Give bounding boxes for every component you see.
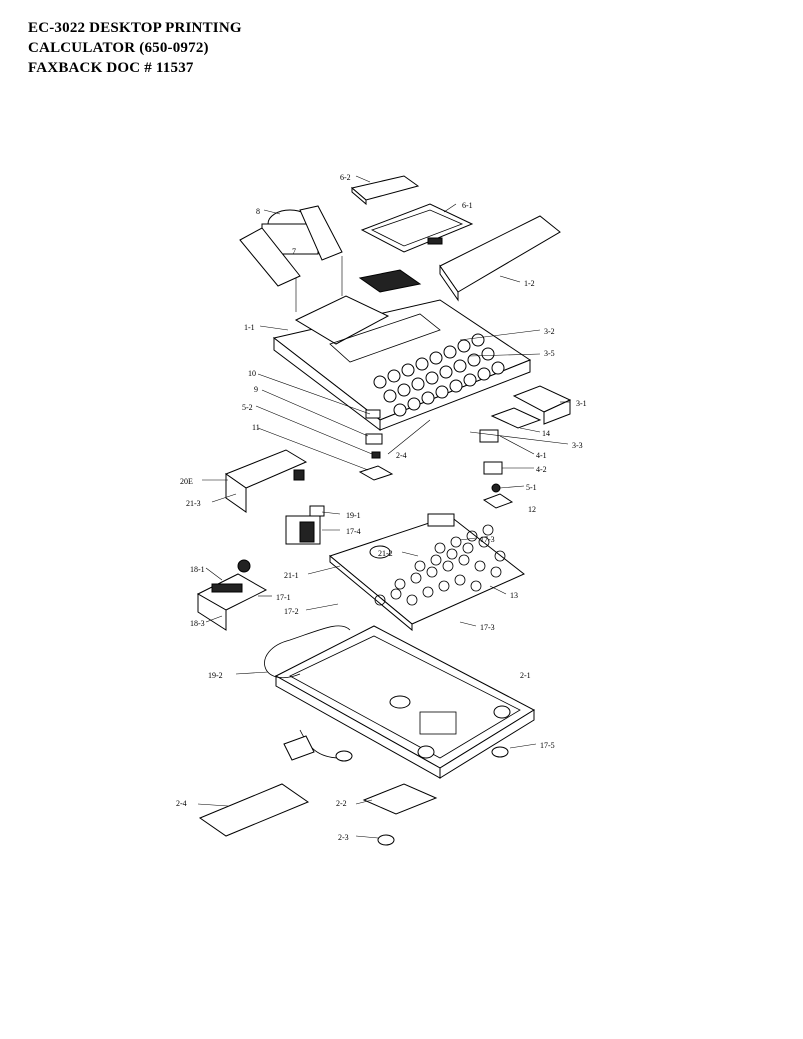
callout-1-1: 1-1 [244, 323, 255, 332]
part-2-1-bottom-case [274, 625, 536, 779]
callout-2-1: 2-1 [520, 671, 531, 680]
callout-3-1: 3-1 [576, 399, 587, 408]
callout-20e: 20E [180, 477, 193, 486]
header-title-line2: CALCULATOR (650-0972) [28, 40, 209, 56]
callout-17-5: 17-5 [540, 741, 555, 750]
feet [335, 746, 509, 846]
callout-labels: 6-2 6-1 8 7 1-2 1-1 3-2 3-5 10 9 5-2 3-1… [176, 173, 587, 842]
callout-2-4-top: 2-4 [396, 451, 407, 460]
callout-13: 13 [510, 591, 518, 600]
callout-3-3: 3-3 [572, 441, 583, 450]
callout-17-4: 17-4 [346, 527, 361, 536]
callout-19-1: 19-1 [346, 511, 361, 520]
part-1-2-display-cover [439, 215, 561, 302]
keypad-keys [373, 333, 505, 417]
callout-3-2: 3-2 [544, 327, 555, 336]
callout-17-2: 17-2 [284, 607, 299, 616]
small-parts-left [358, 409, 394, 481]
callout-4-1: 4-1 [536, 451, 547, 460]
callout-3-5: 3-5 [544, 349, 555, 358]
callout-1-2: 1-2 [524, 279, 535, 288]
part-19-1-transformer [285, 505, 325, 545]
part-14-plate [490, 407, 542, 429]
callout-8: 8 [256, 207, 260, 216]
callout-6-2: 6-2 [340, 173, 351, 182]
header-title-line1: EC-3022 DESKTOP PRINTING [28, 20, 242, 36]
part-19-2-power-cord [264, 625, 351, 761]
callout-5-1: 5-1 [526, 483, 537, 492]
callout-9: 9 [254, 385, 258, 394]
small-parts-right [479, 429, 514, 509]
board-key-pads [374, 524, 506, 606]
callout-18-1: 18-1 [190, 565, 205, 574]
part-20e-bracket [224, 449, 308, 513]
part-8-paper-holder [239, 205, 343, 312]
callout-6-1: 6-1 [462, 201, 473, 210]
part-18-printer-mechanism [196, 559, 268, 631]
part-1-1-top-housing [272, 269, 532, 432]
callout-21-3: 21-3 [186, 499, 201, 508]
document-header: EC-3022 DESKTOP PRINTING CALCULATOR (650… [28, 18, 242, 78]
callout-14: 14 [542, 429, 550, 438]
callout-21-2: 21-2 [378, 549, 393, 558]
callout-17-1: 17-1 [276, 593, 291, 602]
part-3-1-block [512, 385, 572, 425]
callout-10: 10 [248, 369, 256, 378]
part-6-1-frame [360, 203, 474, 253]
part-6-2-cover [350, 175, 420, 206]
callout-4-2: 4-2 [536, 465, 547, 474]
header-title-line3: FAXBACK DOC # 11537 [28, 60, 194, 76]
callout-7: 7 [292, 247, 296, 256]
callout-21-1: 21-1 [284, 571, 299, 580]
callout-17-3-upper: 17-3 [480, 535, 495, 544]
leader-lines [197, 175, 570, 839]
callout-2-2: 2-2 [336, 799, 347, 808]
callout-5-2: 5-2 [242, 403, 253, 412]
callout-19-2: 19-2 [208, 671, 223, 680]
callout-17-3-lower: 17-3 [480, 623, 495, 632]
callout-2-3: 2-3 [338, 833, 349, 842]
part-2-4-label-plate [198, 783, 310, 837]
callout-12: 12 [528, 505, 536, 514]
callout-2-4-bottom: 2-4 [176, 799, 187, 808]
callout-18-3: 18-3 [190, 619, 205, 628]
callout-11: 11 [252, 423, 260, 432]
